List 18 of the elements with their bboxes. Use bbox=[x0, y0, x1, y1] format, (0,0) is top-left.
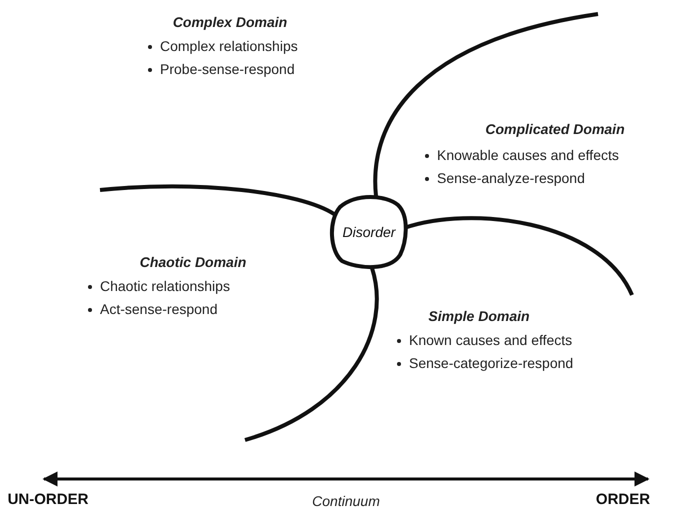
bullet-item: Sense-categorize-respond bbox=[395, 355, 574, 371]
double-arrow bbox=[42, 472, 650, 486]
bullet-item: Probe-sense-respond bbox=[146, 61, 295, 77]
bullet-item: Known causes and effects bbox=[395, 332, 572, 348]
bullet-item: Act-sense-respond bbox=[86, 301, 218, 317]
domain-heading: Simple Domain bbox=[428, 308, 530, 324]
axis-end-label: UN-ORDER bbox=[8, 490, 88, 508]
bullet-item: Complex relationships bbox=[146, 38, 298, 54]
domain-heading: Complicated Domain bbox=[485, 121, 625, 137]
bullet-item: Chaotic relationships bbox=[86, 278, 230, 294]
domain-heading: Complex Domain bbox=[172, 14, 288, 30]
axis-end-label: ORDER bbox=[596, 490, 650, 508]
bullet-item: Sense-analyze-respond bbox=[423, 170, 585, 186]
domain-heading: Chaotic Domain bbox=[140, 254, 246, 270]
node-label: Disorder bbox=[342, 224, 396, 240]
bullet-item: Knowable causes and effects bbox=[423, 147, 619, 163]
edge-label: Continuum bbox=[310, 493, 382, 509]
disorder-blob bbox=[328, 193, 410, 271]
